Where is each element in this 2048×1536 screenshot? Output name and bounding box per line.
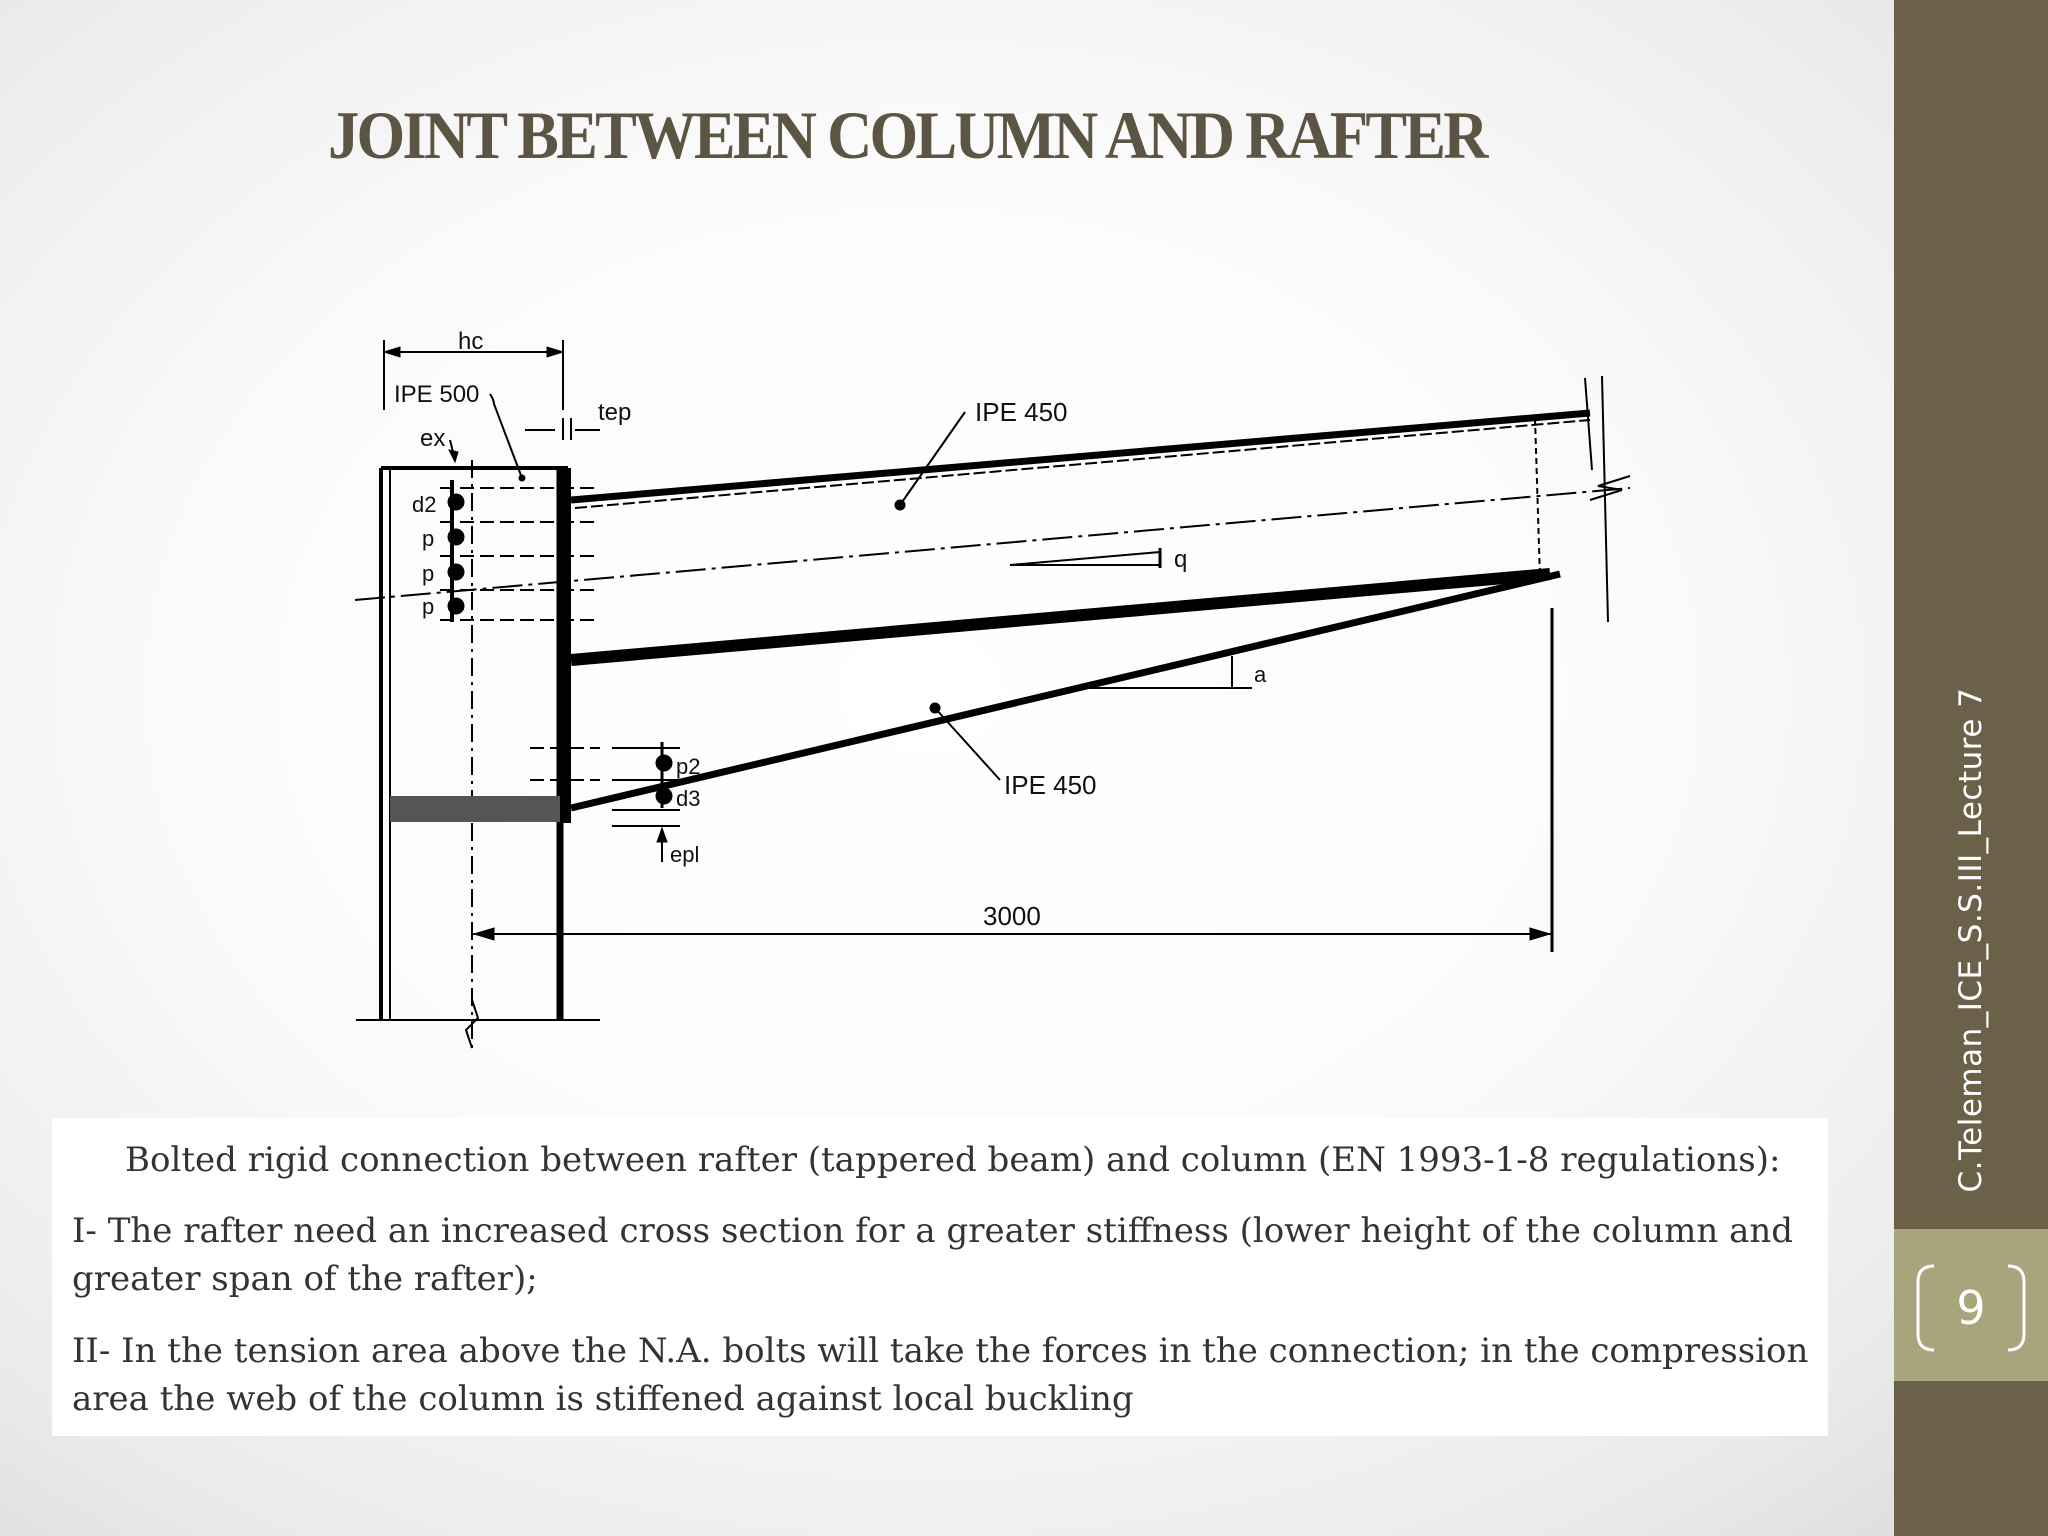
label-hc: hc [458,328,483,355]
label-p3: p [422,594,434,619]
label-ex: ex [420,425,445,452]
page-number-badge: 9 [1912,1262,2030,1354]
label-epl: epl [670,842,699,867]
label-span: 3000 [983,901,1041,931]
label-d3: d3 [676,786,700,811]
label-column-section: IPE 500 [394,381,479,408]
paragraph-intro: Bolted rigid connection between rafter (… [125,1140,1781,1180]
connection-diagram: hc IPE 500 ex tep d2 p p p IPE 450 q a I… [354,328,1631,1050]
bracket-frame-icon [1916,1264,2026,1352]
label-tep: tep [598,399,631,426]
label-rafter-bottom: IPE 450 [1004,770,1097,800]
paragraph-point-2: II- In the tension area above the N.A. b… [72,1331,1809,1419]
label-p2-lower: p2 [676,754,700,779]
page-number: 9 [1956,1281,1986,1335]
slide-title: JOINT BETWEEN COLUMN AND RAFTER [328,97,1488,173]
paragraph-point-1: I- The rafter need an increased cross se… [72,1211,1794,1299]
label-p1: p [422,526,434,551]
label-q: q [1174,546,1187,573]
label-a: a [1254,662,1267,687]
label-d2: d2 [412,492,436,517]
lecture-caption: C.Teleman_ICE_S.S.III_Lecture 7 [1953,687,1989,1193]
label-rafter-top: IPE 450 [975,397,1068,427]
description-box: Bolted rigid connection between rafter (… [52,1118,1828,1436]
label-p2: p [422,561,434,586]
page-number-panel [1894,1229,2048,1381]
